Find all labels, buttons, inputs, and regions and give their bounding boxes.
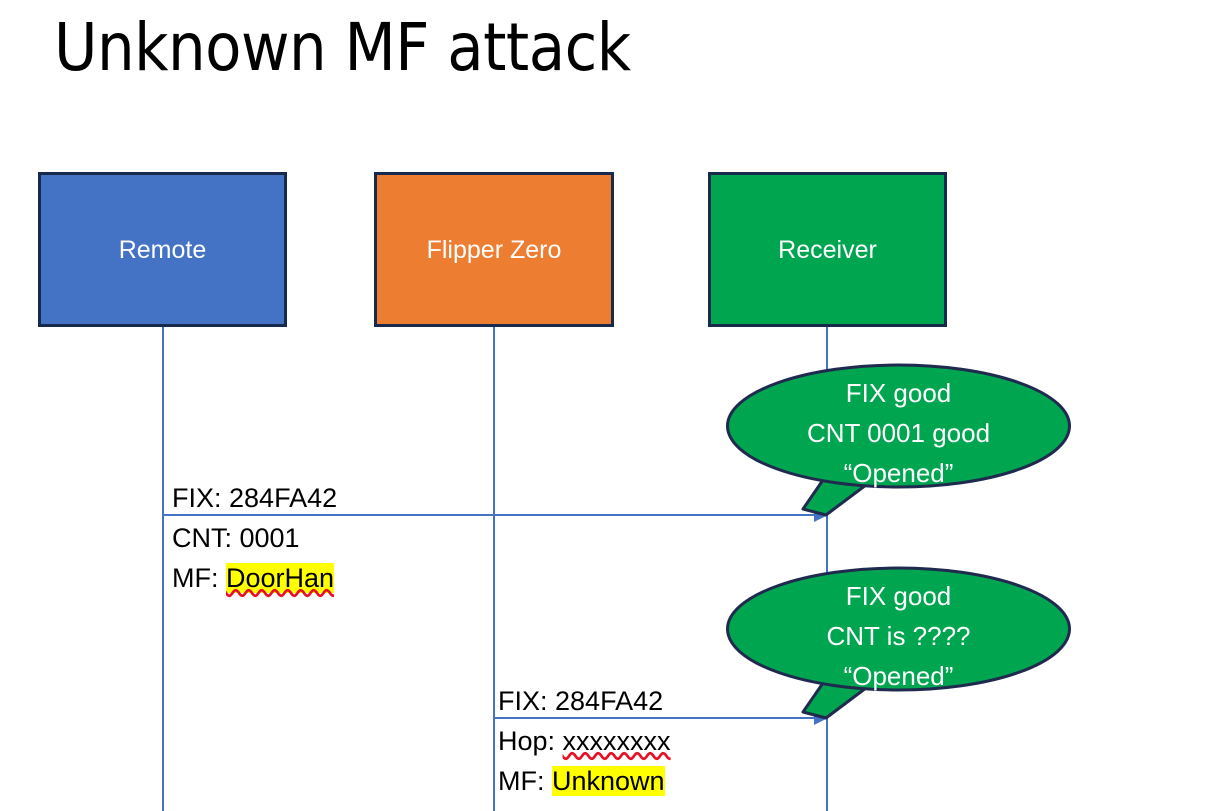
message-line-value-highlighted: DoorHan	[226, 563, 335, 593]
callout-bubble-second-response[interactable]: FIX good CNT is ???? “Opened”	[725, 566, 1072, 721]
callout-ellipse-icon	[726, 566, 1071, 692]
message-line-mf: MF: Unknown	[498, 761, 671, 801]
message-label-cnt-mf-remote: CNT: 0001 MF: DoorHan	[172, 518, 335, 598]
actor-label-receiver: Receiver	[778, 235, 877, 264]
message-line-prefix: Hop:	[498, 726, 563, 756]
message-line-value: 0001	[239, 523, 300, 553]
message-label-hop-mf-flipper: Hop: xxxxxxxx MF: Unknown	[498, 721, 671, 801]
message-line-cnt: CNT: 0001	[172, 518, 334, 558]
message-line-value: 284FA42	[229, 483, 338, 513]
lifeline-receiver	[826, 327, 828, 811]
actor-box-flipper-zero[interactable]: Flipper Zero	[374, 172, 614, 327]
message-line-value-highlighted: Unknown	[552, 766, 665, 796]
message-line-prefix: FIX:	[498, 686, 556, 716]
message-line-prefix: CNT:	[172, 523, 240, 553]
message-line-hop: Hop: xxxxxxxx	[498, 721, 671, 761]
message-line-mf: MF: DoorHan	[172, 558, 335, 598]
message-line-value: 284FA42	[555, 686, 664, 716]
message-line-prefix: MF:	[498, 766, 552, 796]
actor-box-receiver[interactable]: Receiver	[708, 172, 947, 327]
message-line-value-spellchecked: xxxxxxxx	[562, 726, 671, 756]
lifeline-remote	[162, 327, 164, 811]
message-line-prefix: MF:	[172, 563, 226, 593]
message-line-prefix: FIX:	[172, 483, 230, 513]
message-label-fix-remote: FIX: 284FA42	[172, 478, 337, 518]
actor-label-remote: Remote	[118, 235, 207, 264]
page-title: Unknown MF attack	[54, 9, 631, 86]
callout-ellipse-icon	[726, 363, 1071, 489]
actor-label-flipper-zero: Flipper Zero	[426, 235, 562, 264]
callout-bubble-first-response[interactable]: FIX good CNT 0001 good “Opened”	[725, 363, 1072, 518]
message-label-fix-flipper: FIX: 284FA42	[498, 681, 663, 721]
lifeline-flipper-zero	[493, 327, 495, 811]
actor-box-remote[interactable]: Remote	[38, 172, 287, 327]
